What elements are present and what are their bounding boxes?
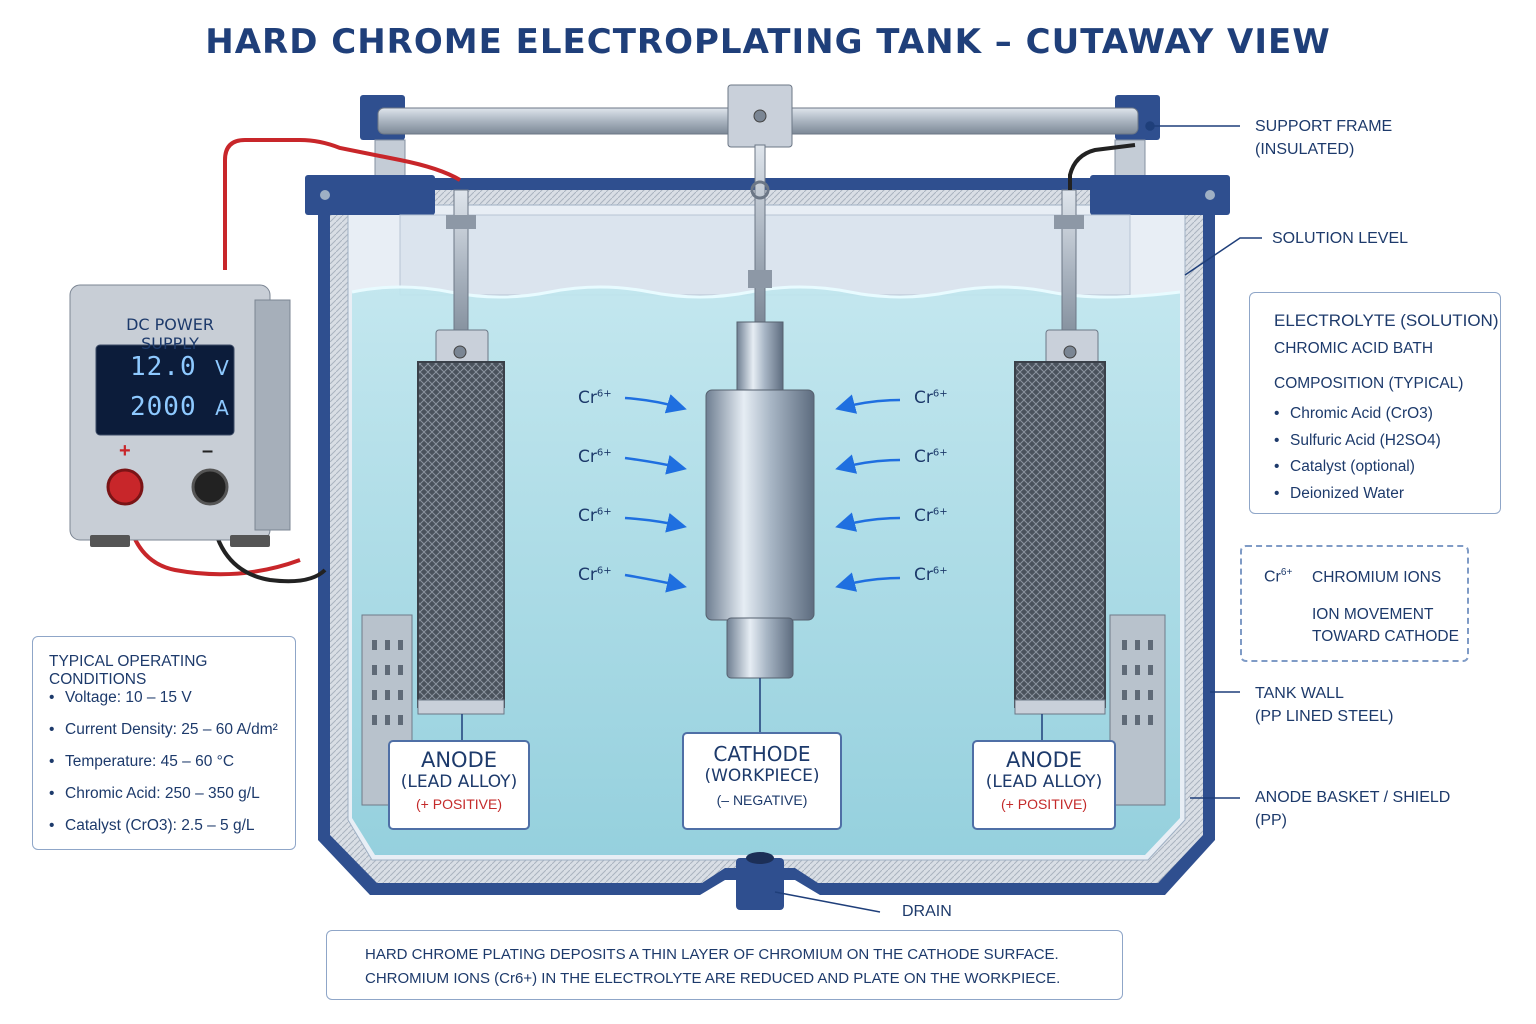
cathode-polarity: (– NEGATIVE): [684, 792, 840, 808]
electrolyte-title: ELECTROLYTE (SOLUTION): [1274, 311, 1499, 331]
support-frame-callout: SUPPORT FRAME (INSULATED): [1255, 115, 1392, 161]
current-readout: 2000 A: [130, 392, 229, 422]
drain-callout: DRAIN: [902, 900, 952, 923]
current-value: 2000: [130, 392, 197, 422]
list-item: Voltage: 10 – 15 V: [49, 682, 278, 714]
ion-label: Cr6+: [578, 506, 612, 526]
drain-fitting: [736, 852, 784, 910]
anode-right-material: (LEAD ALLOY): [974, 772, 1114, 792]
list-item: Temperature: 45 – 60 °C: [49, 746, 278, 778]
ion-label: Cr6+: [914, 447, 948, 467]
list-item: Chromic Acid (CrO3): [1274, 401, 1441, 428]
anode-basket-sub: (PP): [1255, 809, 1450, 832]
anode-right-tag: ANODE (LEAD ALLOY) (+ POSITIVE): [972, 740, 1116, 830]
electrolyte-info-box: ELECTROLYTE (SOLUTION) CHROMIC ACID BATH…: [1249, 292, 1501, 514]
voltage-readout: 12.0 V: [130, 352, 229, 382]
anode-right-name: ANODE: [974, 748, 1114, 772]
ion-label: Cr6+: [914, 388, 948, 408]
list-item: Sulfuric Acid (H2SO4): [1274, 428, 1441, 455]
list-item: Catalyst (optional): [1274, 454, 1441, 481]
power-supply-label: DC POWER SUPPLY: [100, 315, 240, 353]
composition-list: Chromic Acid (CrO3) Sulfuric Acid (H2SO4…: [1274, 401, 1441, 507]
anode-left-tag: ANODE (LEAD ALLOY) (+ POSITIVE): [388, 740, 530, 830]
list-item: Catalyst (CrO3): 2.5 – 5 g/L: [49, 810, 278, 842]
anode-left-material: (LEAD ALLOY): [390, 772, 528, 792]
cathode-material: (WORKPIECE): [684, 766, 840, 786]
legend-ion-label: CHROMIUM IONS: [1312, 569, 1441, 587]
ion-label: Cr6+: [914, 565, 948, 585]
plus-terminal-label: +: [119, 440, 131, 463]
cathode-name: CATHODE: [684, 742, 840, 766]
anode-basket-callout: ANODE BASKET / SHIELD (PP): [1255, 786, 1450, 832]
footer-note-box: HARD CHROME PLATING DEPOSITS A THIN LAYE…: [326, 930, 1123, 1000]
list-item: Current Density: 25 – 60 A/dm²: [49, 714, 278, 746]
voltage-value: 12.0: [130, 352, 197, 382]
ion-label: Cr6+: [578, 447, 612, 467]
ion-label: Cr6+: [914, 506, 948, 526]
footer-note: HARD CHROME PLATING DEPOSITS A THIN LAYE…: [365, 943, 1060, 991]
operating-list: Voltage: 10 – 15 V Current Density: 25 –…: [49, 682, 278, 842]
electrolyte-subtitle: CHROMIC ACID BATH: [1274, 340, 1433, 358]
tank-wall-label: TANK WALL: [1255, 682, 1393, 705]
ion-label: Cr6+: [578, 388, 612, 408]
anode-left-name: ANODE: [390, 748, 528, 772]
anode-basket-label: ANODE BASKET / SHIELD: [1255, 786, 1450, 809]
composition-title: COMPOSITION (TYPICAL): [1274, 375, 1463, 393]
support-frame-sub: (INSULATED): [1255, 138, 1392, 161]
tank-wall-callout: TANK WALL (PP LINED STEEL): [1255, 682, 1393, 728]
list-item: Chromic Acid: 250 – 350 g/L: [49, 778, 278, 810]
anode-left-polarity: (+ POSITIVE): [390, 796, 528, 812]
minus-terminal-label: –: [202, 440, 213, 463]
operating-conditions-box: TYPICAL OPERATING CONDITIONS Voltage: 10…: [32, 636, 296, 850]
cathode-tag: CATHODE (WORKPIECE) (– NEGATIVE): [682, 732, 842, 830]
solution-level-callout: SOLUTION LEVEL: [1272, 227, 1408, 250]
footer-line-2: CHROMIUM IONS (Cr6+) IN THE ELECTROLYTE …: [365, 967, 1060, 991]
ion-label: Cr6+: [578, 565, 612, 585]
tank-wall-sub: (PP LINED STEEL): [1255, 705, 1393, 728]
legend-ion-symbol: Cr6+: [1264, 567, 1292, 586]
support-frame-label: SUPPORT FRAME: [1255, 115, 1392, 138]
footer-line-1: HARD CHROME PLATING DEPOSITS A THIN LAYE…: [365, 943, 1060, 967]
legend-box: Cr6+ CHROMIUM IONS ION MOVEMENT TOWARD C…: [1240, 545, 1469, 662]
legend-arrow-label: ION MOVEMENT TOWARD CATHODE: [1312, 604, 1459, 648]
current-unit: A: [215, 396, 229, 420]
anode-basket-right: [1110, 615, 1165, 805]
anode-right-polarity: (+ POSITIVE): [974, 796, 1114, 812]
list-item: Deionized Water: [1274, 481, 1441, 508]
voltage-unit: V: [215, 356, 229, 380]
